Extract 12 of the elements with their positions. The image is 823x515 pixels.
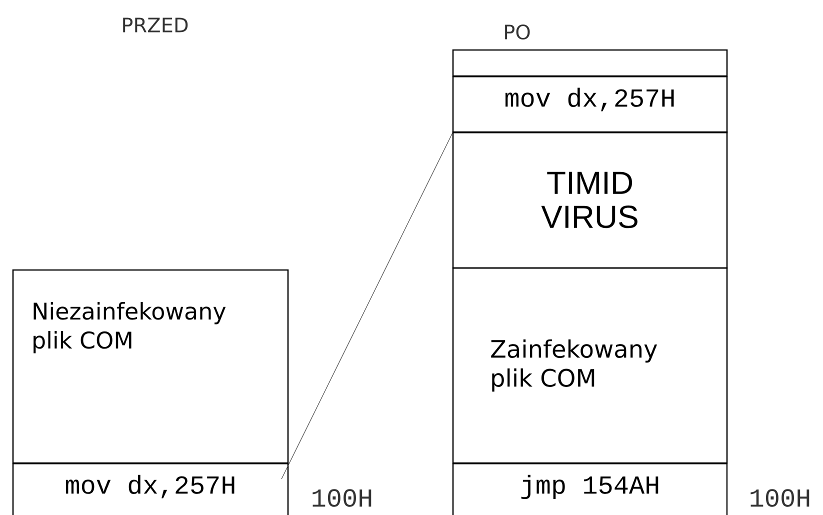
address-label: 100H — [750, 489, 810, 507]
virus-block: TIMID VIRUS — [452, 131, 728, 269]
empty-cell — [452, 49, 728, 77]
code-cell: mov dx,257H — [452, 76, 728, 134]
memory-block: Niezainfekowany plik COM — [12, 269, 289, 464]
code-cell: jmp 154AH — [452, 463, 728, 515]
address-label: 100H — [312, 489, 372, 507]
code-cell: mov dx,257H — [12, 463, 289, 515]
column-heading: PO — [505, 24, 530, 40]
column-heading: PRZED — [123, 18, 188, 32]
memory-block: Zainfekowany plik COM — [452, 267, 728, 464]
connector-line — [281, 133, 453, 480]
